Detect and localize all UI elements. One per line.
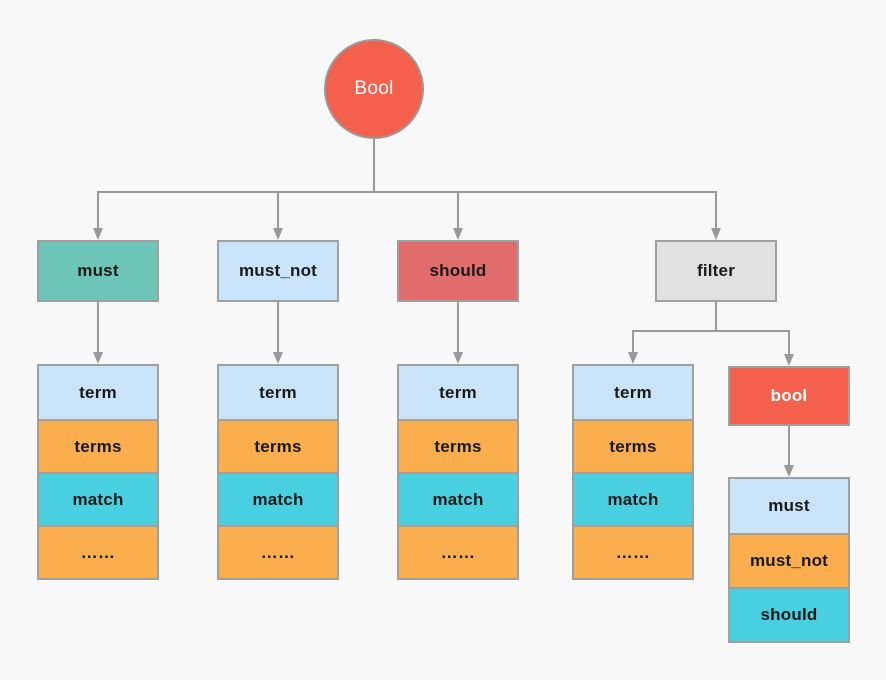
connector-line: [788, 426, 790, 465]
stack-cell: match: [39, 472, 157, 525]
clause-label: must_not: [238, 261, 318, 280]
arrowhead-icon: [711, 228, 721, 240]
clause-label: filter: [696, 261, 736, 280]
clause-box-must: must: [37, 240, 159, 302]
connector-line: [97, 191, 717, 193]
nested-clause-stack: must must_not should: [728, 477, 850, 643]
stack-cell: ……: [39, 525, 157, 578]
arrowhead-icon: [453, 352, 463, 364]
clause-label: should: [429, 261, 487, 280]
stack-cell: must_not: [730, 533, 848, 587]
connector-line: [632, 330, 790, 332]
nested-bool-box: bool: [728, 366, 850, 426]
connector-line: [715, 302, 717, 332]
stack-cell: must: [730, 479, 848, 533]
stack-cell: term: [39, 366, 157, 419]
stack-cell: match: [399, 472, 517, 525]
stack-cell: term: [219, 366, 337, 419]
arrowhead-icon: [453, 228, 463, 240]
stack-cell: term: [574, 366, 692, 419]
arrowhead-icon: [93, 352, 103, 364]
query-stack-must: term terms match ……: [37, 364, 159, 580]
stack-cell: should: [730, 587, 848, 641]
clause-label: must: [77, 261, 119, 280]
connector-line: [277, 302, 279, 352]
arrowhead-icon: [273, 228, 283, 240]
stack-cell: terms: [574, 419, 692, 472]
connector-line: [457, 191, 459, 229]
stack-cell: term: [399, 366, 517, 419]
arrowhead-icon: [628, 352, 638, 364]
stack-cell: ……: [219, 525, 337, 578]
query-stack-should: term terms match ……: [397, 364, 519, 580]
query-stack-must-not: term terms match ……: [217, 364, 339, 580]
connector-line: [97, 302, 99, 352]
stack-cell: terms: [399, 419, 517, 472]
nested-bool-label: bool: [770, 386, 808, 405]
stack-cell: terms: [39, 419, 157, 472]
stack-cell: match: [574, 472, 692, 525]
clause-box-should: should: [397, 240, 519, 302]
clause-box-filter: filter: [655, 240, 777, 302]
bool-root-label: Bool: [354, 78, 394, 99]
stack-cell: match: [219, 472, 337, 525]
connector-line: [277, 191, 279, 229]
connector-line: [632, 330, 634, 352]
query-stack-filter: term terms match ……: [572, 364, 694, 580]
arrowhead-icon: [784, 354, 794, 366]
connector-line: [457, 302, 459, 352]
clause-box-must-not: must_not: [217, 240, 339, 302]
stack-cell: ……: [399, 525, 517, 578]
connector-line: [97, 191, 99, 229]
arrowhead-icon: [273, 352, 283, 364]
connector-line: [373, 139, 375, 192]
connector-line: [715, 191, 717, 229]
connector-line: [788, 330, 790, 354]
stack-cell: ……: [574, 525, 692, 578]
stack-cell: terms: [219, 419, 337, 472]
bool-root-node: Bool: [324, 39, 424, 139]
arrowhead-icon: [93, 228, 103, 240]
arrowhead-icon: [784, 465, 794, 477]
